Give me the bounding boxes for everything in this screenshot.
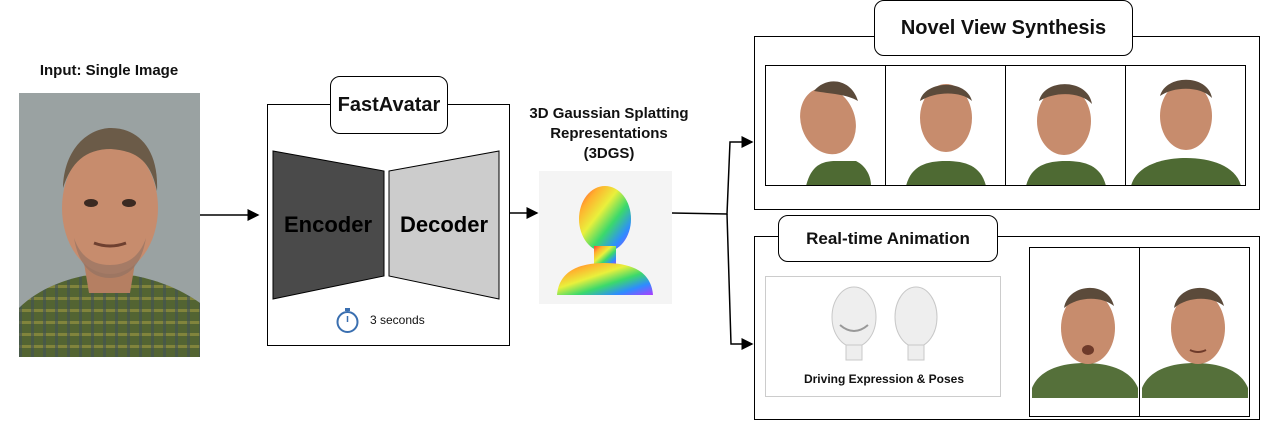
model-title: FastAvatar xyxy=(330,76,448,134)
encoder-label: Encoder xyxy=(283,212,373,237)
input-photo xyxy=(19,93,200,357)
animation-output-1 xyxy=(1030,248,1140,416)
face-photo-icon xyxy=(19,93,200,357)
novel-view-2 xyxy=(886,66,1006,185)
animated-head-icon xyxy=(1142,287,1248,398)
driving-panel: Driving Expression & Poses xyxy=(765,276,1001,397)
novel-view-3 xyxy=(1006,66,1126,185)
encoder-trapezoid xyxy=(272,150,385,300)
stopwatch-icon xyxy=(336,308,359,333)
animation-output-strip xyxy=(1029,247,1250,417)
gaussian-head-icon xyxy=(557,186,653,295)
decoder-trapezoid xyxy=(388,150,500,300)
novel-view-title: Novel View Synthesis xyxy=(874,0,1133,56)
rotated-head-icon xyxy=(906,84,986,185)
representation-line-3: (3DGS) xyxy=(583,145,635,162)
time-label: 3 seconds xyxy=(370,313,425,327)
animated-head-icon xyxy=(1032,287,1138,398)
encoder-decoder-diagram xyxy=(272,150,500,300)
driving-heads-icon xyxy=(831,286,938,361)
animation-title: Real-time Animation xyxy=(778,215,998,262)
driving-label: Driving Expression & Poses xyxy=(803,372,965,386)
arrow-3dgs-to-novel-view xyxy=(671,136,754,215)
novel-view-1 xyxy=(766,66,886,185)
novel-view-strip xyxy=(765,65,1246,186)
animation-output-2 xyxy=(1140,248,1249,416)
arrow-3dgs-to-animation xyxy=(726,213,754,350)
representation-line-1: 3D Gaussian Splatting xyxy=(529,105,689,122)
rotated-head-icon xyxy=(800,81,871,185)
gaussian-bust-image xyxy=(539,171,672,304)
input-label: Input: Single Image xyxy=(39,62,179,79)
decoder-label: Decoder xyxy=(399,212,489,237)
novel-view-4 xyxy=(1126,66,1245,185)
rotated-head-icon xyxy=(1026,84,1106,185)
representation-title: 3D Gaussian Splatting Representations (3… xyxy=(526,104,692,164)
frontal-head-icon xyxy=(1131,79,1241,185)
representation-line-2: Representations xyxy=(550,125,668,142)
